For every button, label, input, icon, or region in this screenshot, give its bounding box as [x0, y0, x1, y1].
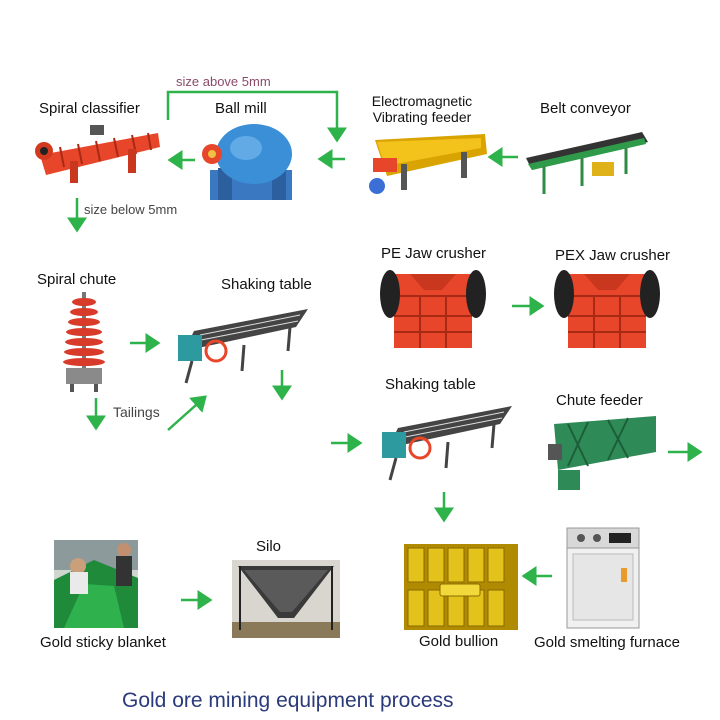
smelting-furnace-icon [566, 527, 640, 629]
gold-bullion-icon [404, 544, 518, 630]
ball-mill-icon [196, 120, 300, 204]
note-size-below: size below 5mm [84, 202, 178, 217]
note-tailings: Tailings [113, 404, 160, 420]
label-pe-jaw-crusher: PE Jaw crusher [381, 245, 487, 262]
label-ball-mill: Ball mill [215, 100, 267, 117]
silo-icon [232, 560, 340, 638]
vibrating-feeder-icon [365, 130, 490, 198]
spiral-chute-icon [60, 292, 108, 392]
diagram-title: Gold ore mining equipment process [122, 689, 454, 712]
chute-feeder-icon [548, 414, 660, 494]
jaw-crusher-icon-pe [380, 266, 486, 350]
shaking-table-icon-2 [376, 402, 514, 482]
label-vibrating-feeder: Electromagnetic Vibrating feeder [371, 93, 473, 125]
label-chute-feeder: Chute feeder [556, 392, 643, 409]
label-pex-jaw-crusher: PEX Jaw crusher [555, 247, 671, 264]
label-spiral-chute: Spiral chute [37, 271, 117, 288]
label-shaking-table-2: Shaking table [385, 376, 476, 393]
label-gold-sticky-blanket: Gold sticky blanket [40, 634, 166, 651]
sticky-blanket-icon [54, 540, 138, 628]
arrow-diagonal-to-table [167, 395, 207, 431]
jaw-crusher-icon-pex [554, 266, 660, 350]
spiral-classifier-icon [30, 125, 162, 185]
label-shaking-table-1: Shaking table [221, 276, 312, 293]
label-gold-smelting-furnace: Gold smelting furnace [534, 634, 680, 651]
shaking-table-icon-1 [172, 305, 310, 385]
label-silo: Silo [256, 538, 282, 555]
note-size-above: size above 5mm [176, 74, 271, 89]
belt-conveyor-icon [522, 128, 652, 200]
label-spiral-classifier: Spiral classifier [39, 100, 140, 117]
label-gold-bullion: Gold bullion [419, 633, 499, 650]
loop-line-size-above [166, 90, 347, 143]
label-belt-conveyor: Belt conveyor [540, 100, 631, 117]
